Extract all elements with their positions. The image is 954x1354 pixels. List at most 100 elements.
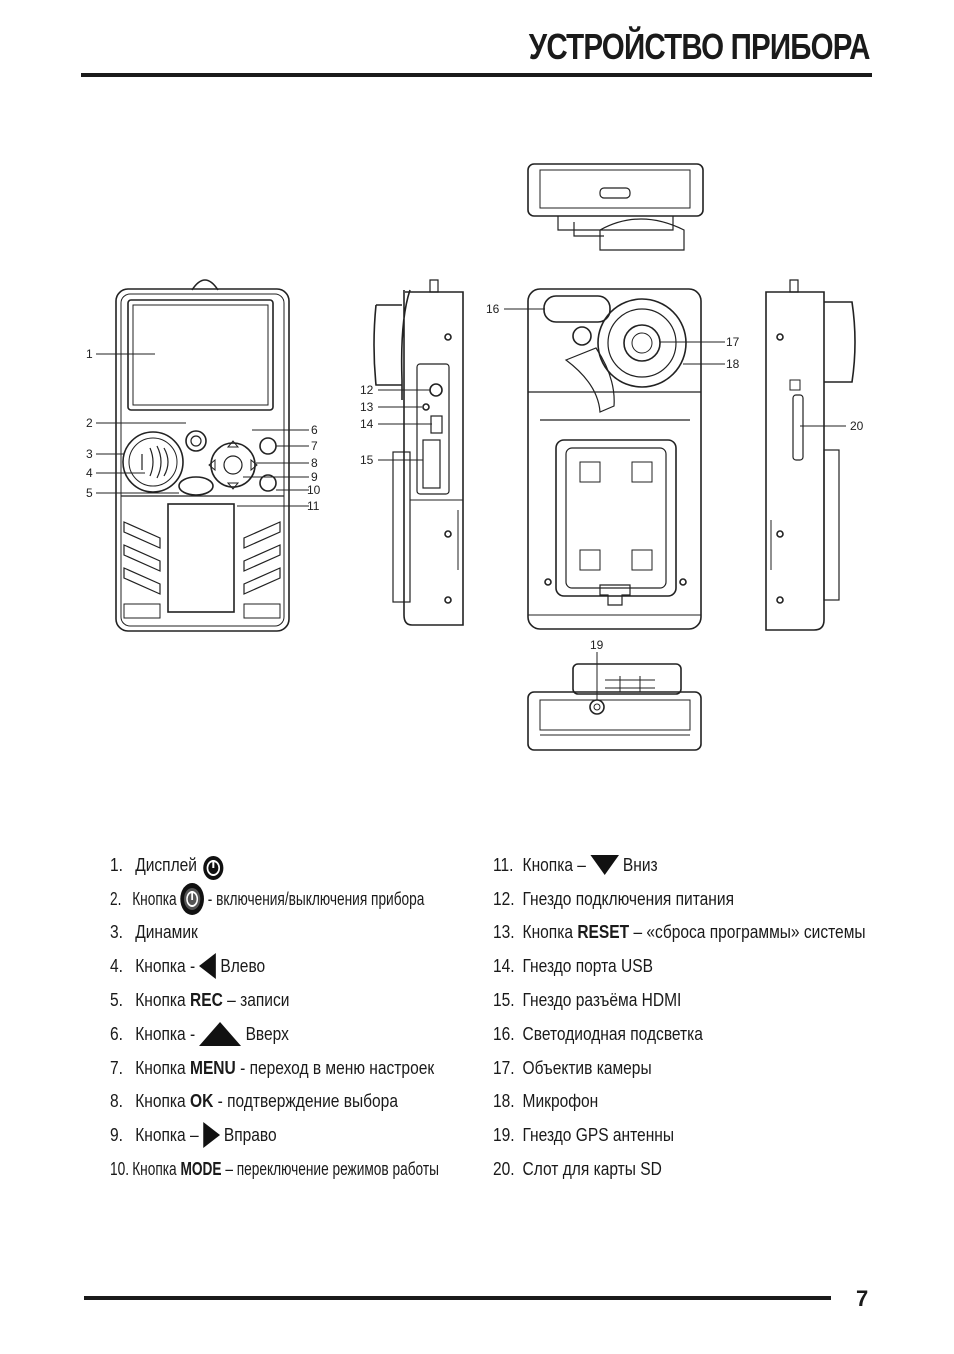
- callout-18: 18: [726, 357, 740, 371]
- legend-item: 4. Кнопка - Влево: [110, 949, 483, 983]
- arrow-right-icon: [202, 1122, 220, 1149]
- legend-bold: RESET: [577, 921, 630, 943]
- power-button-icon: [202, 855, 224, 880]
- legend-number: 13.: [493, 921, 515, 943]
- legend-text: Гнездо подключения питания: [522, 887, 734, 909]
- legend-number: 20.: [493, 1158, 515, 1180]
- legend-text: Микрофон: [522, 1090, 599, 1112]
- callout-10: 10: [307, 483, 321, 497]
- legend-item: 17. Объектив камеры: [493, 1051, 866, 1085]
- legend-item: 19. Гнездо GPS антенны: [493, 1118, 866, 1152]
- legend-number: 2.: [110, 887, 122, 909]
- legend-text: Кнопка: [132, 887, 177, 909]
- legend-right: 11. Кнопка – Вниз 12. Гнездо подключения…: [493, 848, 937, 1186]
- callout-15: 15: [360, 453, 374, 467]
- arrow-up-icon: [199, 1021, 242, 1046]
- callout-9: 9: [311, 470, 318, 484]
- legend-bold: MODE: [180, 1158, 222, 1180]
- legend-item: 2. Кнопка - включения/выключения прибора: [110, 882, 439, 916]
- arrow-left-icon: [199, 953, 217, 980]
- callout-4: 4: [86, 466, 93, 480]
- legend-text: Кнопка: [135, 1056, 186, 1078]
- callout-8: 8: [311, 456, 318, 470]
- callout-5: 5: [86, 486, 93, 500]
- legend-number: 4.: [110, 955, 123, 977]
- callout-16: 16: [486, 302, 500, 316]
- legend-item: 12. Гнездо подключения питания: [493, 882, 866, 916]
- leader-lines: [96, 308, 846, 700]
- legend-left: 1. Дисплей 2. Кнопка - включения/выключе…: [110, 848, 555, 1186]
- legend-text: Кнопка: [135, 989, 186, 1011]
- back-view: [527, 288, 702, 630]
- legend-item: 8. Кнопка OK - подтверждение выбора: [110, 1085, 483, 1119]
- legend-suffix: Вправо: [223, 1124, 277, 1146]
- callout-6: 6: [311, 423, 318, 437]
- legend-bold: MENU: [189, 1056, 236, 1078]
- legend-suffix: – переключение режимов работы: [225, 1158, 439, 1180]
- legend-number: 17.: [493, 1056, 515, 1078]
- legend-text: Объектив камеры: [522, 1056, 652, 1078]
- legend-number: 11.: [493, 853, 514, 875]
- page-title: УСТРОЙСТВО ПРИБОРА: [529, 26, 871, 67]
- legend-item: 3. Динамик: [110, 916, 483, 950]
- legend-number: 6.: [110, 1022, 123, 1044]
- legend-text: Кнопка –: [522, 853, 586, 875]
- legend-suffix: – «сброса программы» системы: [633, 921, 866, 943]
- legend-suffix: Влево: [220, 955, 266, 977]
- page-number: 7: [856, 1286, 869, 1311]
- legend-suffix: Вниз: [622, 853, 658, 875]
- legend-item: 16. Светодиодная подсветка: [493, 1017, 866, 1051]
- legend-suffix: – записи: [227, 989, 290, 1011]
- legend-text: Кнопка –: [135, 1124, 199, 1146]
- footer-rule: [84, 1296, 831, 1300]
- legend-text: Гнездо порта USB: [522, 955, 653, 977]
- legend-text: Динамик: [135, 921, 198, 943]
- callout-17: 17: [726, 335, 740, 349]
- left-side-view: [373, 279, 464, 626]
- callout-1: 1: [86, 347, 93, 361]
- legend-item: 6. Кнопка - Вверх: [110, 1017, 483, 1051]
- legend-number: 5.: [110, 989, 123, 1011]
- legend-item: 13. Кнопка RESET – «сброса программы» си…: [493, 916, 866, 950]
- legend-suffix: - подтверждение выбора: [217, 1090, 398, 1112]
- legend-item: 14. Гнездо порта USB: [493, 949, 866, 983]
- legend-bold: OK: [189, 1090, 214, 1112]
- legend-bold: REC: [189, 989, 223, 1011]
- callout-3: 3: [86, 447, 93, 461]
- legend-text: Кнопка -: [135, 1022, 196, 1044]
- legend-item: 20. Слот для карты SD: [493, 1152, 866, 1186]
- callout-19: 19: [590, 638, 604, 652]
- device-diagram: 1 2 3 4 5 6 7 8 9 10 11 12 13 14 15 16 1…: [86, 163, 864, 751]
- legend-number: 19.: [493, 1124, 515, 1146]
- callout-7: 7: [311, 439, 318, 453]
- legend-suffix: - переход в меню настроек: [240, 1056, 435, 1078]
- legend-suffix: - включения/выключения прибора: [207, 887, 425, 909]
- legend-item: 18. Микрофон: [493, 1085, 866, 1119]
- legend-text: Гнездо разъёма HDMI: [522, 989, 682, 1011]
- top-view: [527, 163, 704, 251]
- legend-item: 9. Кнопка – Вправо: [110, 1118, 483, 1152]
- legend-number: 3.: [110, 921, 123, 943]
- legend-item: 11. Кнопка – Вниз: [493, 848, 866, 882]
- legend-number: 7.: [110, 1056, 123, 1078]
- arrow-down-icon: [590, 854, 619, 875]
- legend-number: 14.: [493, 955, 515, 977]
- legend-number: 10.: [110, 1158, 130, 1180]
- legend-text: Кнопка -: [135, 955, 196, 977]
- legend-text: Гнездо GPS антенны: [522, 1124, 675, 1146]
- bottom-view: [527, 663, 702, 751]
- legend-number: 9.: [110, 1124, 123, 1146]
- legend-text: Дисплей: [135, 853, 197, 875]
- legend-item: 1. Дисплей: [110, 848, 483, 882]
- legend-number: 12.: [493, 887, 515, 909]
- legend-number: 16.: [493, 1022, 515, 1044]
- header-rule: [81, 73, 872, 77]
- legend-item: 5. Кнопка REC – записи: [110, 983, 483, 1017]
- legend-item: 10. Кнопка MODE – переключение режимов р…: [110, 1152, 439, 1186]
- callout-20: 20: [850, 419, 864, 433]
- legend-number: 8.: [110, 1090, 123, 1112]
- legend-number: 15.: [493, 989, 515, 1011]
- legend-item: 7. Кнопка MENU - переход в меню настроек: [110, 1051, 483, 1085]
- legend-number: 1.: [110, 853, 123, 875]
- front-view: [115, 279, 290, 632]
